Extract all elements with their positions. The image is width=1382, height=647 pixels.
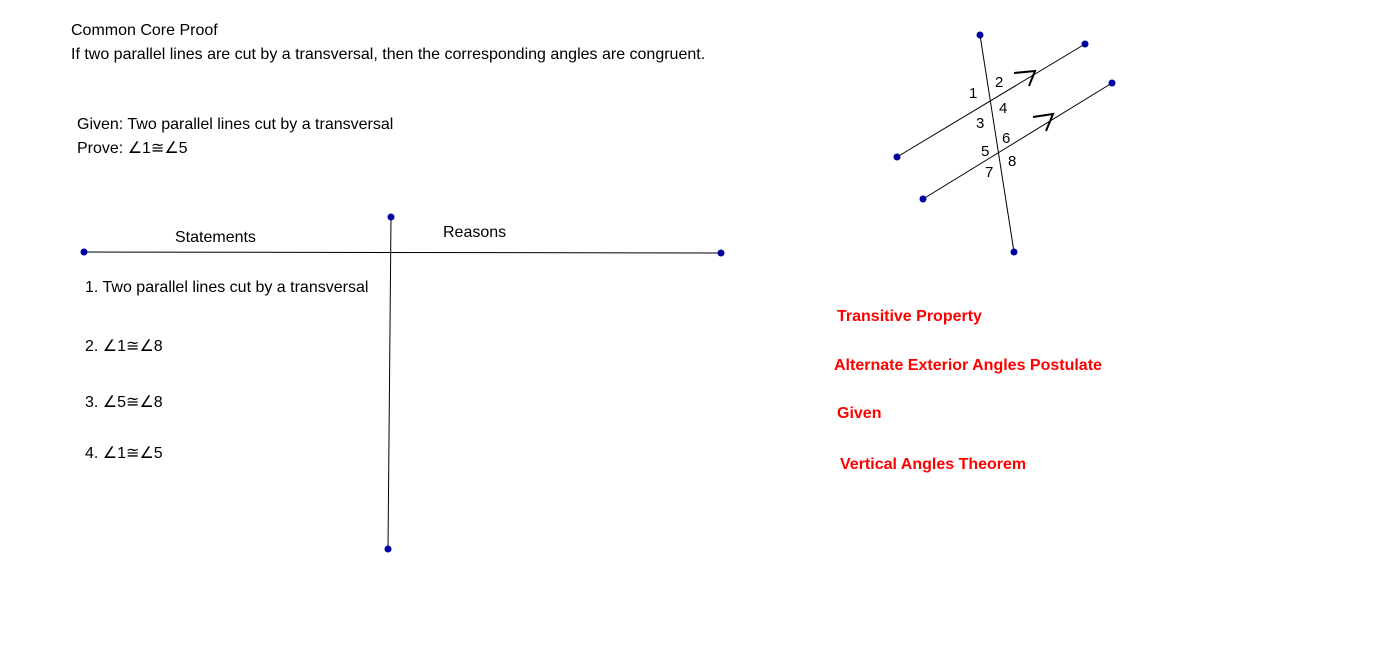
theorem-statement: If two parallel lines are cut by a trans… [71,46,706,63]
transversal-point-bottom[interactable] [1010,248,1018,256]
angle-label-2: 2 [995,74,1003,91]
prove-text: Prove: ∠1≅∠5 [77,140,188,157]
statement-3: 3. ∠5≅∠8 [85,394,163,411]
table-horizontal-line [83,251,722,254]
reason-transitive-property[interactable]: Transitive Property [837,308,982,325]
table-point-bottom[interactable] [384,545,392,553]
angle-label-6: 6 [1002,130,1010,147]
table-vertical-line [387,216,392,550]
reason-given[interactable]: Given [837,405,882,422]
angle-label-1: 1 [969,85,977,102]
angle-label-7: 7 [985,164,993,181]
angle-label-8: 8 [1008,153,1016,170]
lower-line-point-left[interactable] [919,195,927,203]
page-title: Common Core Proof [71,22,218,39]
table-point-left[interactable] [80,248,88,256]
parallel-mark-upper-icon [1013,69,1037,87]
reasons-header: Reasons [443,224,507,241]
parallel-line-upper [896,43,1086,158]
transversal-point-top[interactable] [976,31,984,39]
given-text: Given: Two parallel lines cut by a trans… [77,116,394,133]
statement-4: 4. ∠1≅∠5 [85,445,163,462]
statement-2: 2. ∠1≅∠8 [85,338,163,355]
transversal-line [979,34,1015,253]
reason-alternate-exterior-angles[interactable]: Alternate Exterior Angles Postulate [834,357,1102,374]
lower-line-point-right[interactable] [1108,79,1116,87]
statements-header: Statements [175,229,256,246]
statement-1: 1. Two parallel lines cut by a transvers… [85,279,369,296]
angle-label-4: 4 [999,100,1007,117]
parallel-line-lower [922,82,1113,200]
angle-label-3: 3 [976,115,984,132]
reason-vertical-angles-theorem[interactable]: Vertical Angles Theorem [840,456,1027,473]
table-point-right[interactable] [717,249,725,257]
angle-label-5: 5 [981,143,989,160]
upper-line-point-right[interactable] [1081,40,1089,48]
table-point-top[interactable] [387,213,395,221]
upper-line-point-left[interactable] [893,153,901,161]
parallel-mark-lower-icon [1032,112,1055,132]
